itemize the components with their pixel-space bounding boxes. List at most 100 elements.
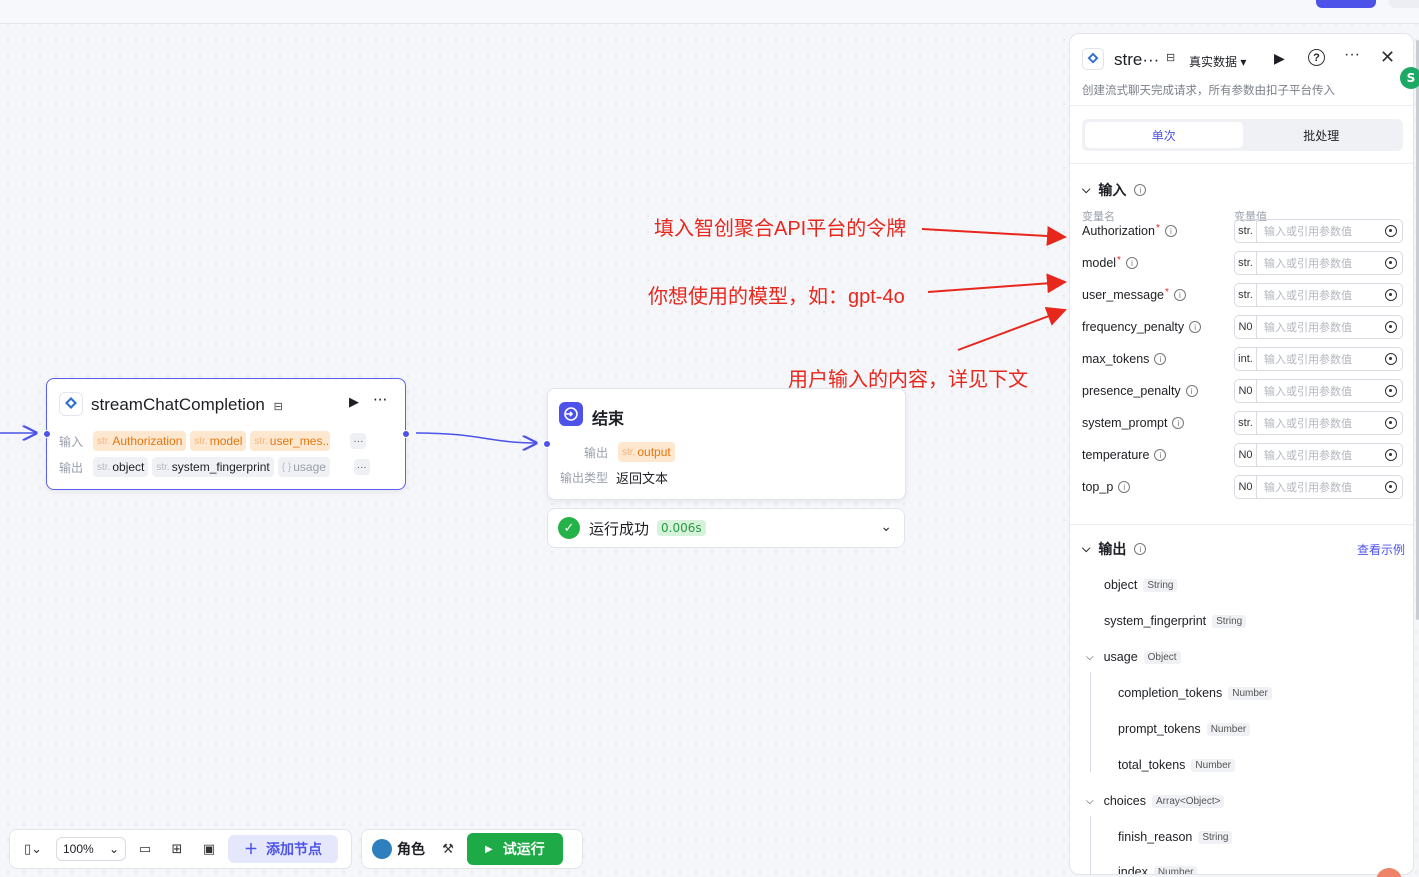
- reference-icon[interactable]: [1385, 417, 1397, 429]
- reference-icon[interactable]: [1385, 257, 1397, 269]
- tab-single[interactable]: 单次: [1085, 122, 1243, 148]
- data-mode-select[interactable]: 真实数据 ▾: [1189, 55, 1247, 69]
- type-selector[interactable]: N0: [1235, 380, 1257, 402]
- node-input-row: 输入 str.Authorization str.model str.user_…: [59, 431, 367, 451]
- output-more-button[interactable]: ···: [353, 459, 370, 475]
- param-placeholder: 输入或引用参数值: [1264, 290, 1352, 302]
- reference-icon[interactable]: [1385, 225, 1397, 237]
- plugin-logo-icon: [1082, 48, 1104, 70]
- more-icon[interactable]: ···: [1344, 46, 1360, 63]
- chevron-down-icon: ⌄: [108, 842, 119, 856]
- comment-icon[interactable]: ▭: [138, 841, 152, 857]
- floating-help-button[interactable]: [1376, 868, 1402, 877]
- input-row-label: 输入: [59, 434, 84, 449]
- top-secondary-button[interactable]: [1389, 0, 1419, 8]
- reference-icon[interactable]: [1385, 289, 1397, 301]
- panel-run-icon[interactable]: ▶: [1274, 50, 1285, 66]
- end-node[interactable]: 结束 输出 str.output 输出类型 返回文本: [547, 388, 906, 500]
- chevron-down-icon: ⌵: [1086, 651, 1094, 663]
- param-value-input[interactable]: str. 输入或引用参数值: [1234, 283, 1403, 307]
- type-selector[interactable]: str.: [1235, 284, 1257, 306]
- reference-icon[interactable]: [1385, 481, 1397, 493]
- add-node-button[interactable]: ＋添加节点: [228, 835, 338, 863]
- end-output-label: 输出: [584, 445, 609, 460]
- mouse-mode-icon[interactable]: ▯⌄: [23, 841, 43, 857]
- top-bar: [0, 0, 1419, 23]
- info-icon: i: [1125, 257, 1138, 269]
- required-mark: *: [1155, 222, 1160, 234]
- stream-chat-completion-node[interactable]: streamChatCompletion ⊟ ▶ ··· 输入 str.Auth…: [46, 378, 406, 490]
- param-value-input[interactable]: N0 输入或引用参数值: [1234, 475, 1403, 499]
- help-icon[interactable]: ?: [1308, 49, 1325, 66]
- param-placeholder: 输入或引用参数值: [1264, 386, 1352, 398]
- node-run-icon[interactable]: ▶: [349, 395, 359, 410]
- stream-node-output-handle[interactable]: [402, 430, 410, 438]
- view-example-link[interactable]: 查看示例: [1357, 543, 1406, 557]
- panel-description: 创建流式聊天完成请求，所有参数由扣子平台传入: [1082, 85, 1335, 97]
- col-value-header: 变量值: [1234, 211, 1267, 223]
- type-selector[interactable]: str.: [1235, 412, 1257, 434]
- end-node-icon: [559, 402, 583, 426]
- run-toolbar: 角色 ⚒ ▶试运行: [361, 829, 583, 869]
- stream-node-input-handle[interactable]: [43, 430, 51, 438]
- role-button[interactable]: 角色: [368, 839, 429, 859]
- run-time-badge: 0.006s: [657, 520, 706, 536]
- input-section-header[interactable]: ⌵ 输入 i: [1082, 180, 1147, 200]
- param-value-input[interactable]: N0 输入或引用参数值: [1234, 379, 1403, 403]
- assistant-badge-icon[interactable]: S: [1400, 67, 1419, 89]
- publish-button[interactable]: [1316, 0, 1376, 8]
- annotation-arrow-user: [957, 306, 1067, 351]
- type-selector[interactable]: N0: [1235, 476, 1257, 498]
- reference-icon[interactable]: [1385, 449, 1397, 461]
- param-value-input[interactable]: str.输入或引用参数值: [1234, 251, 1403, 275]
- debug-tool-icon[interactable]: ⚒: [442, 841, 454, 857]
- param-placeholder: 输入或引用参数值: [1264, 482, 1352, 494]
- panel-scrollbar[interactable]: [1416, 40, 1419, 620]
- info-icon: i: [1189, 321, 1202, 333]
- zoom-select[interactable]: 100%⌄: [56, 837, 126, 861]
- input-more-button[interactable]: ···: [350, 433, 367, 449]
- info-icon: i: [1134, 184, 1147, 196]
- tab-batch[interactable]: 批处理: [1303, 128, 1340, 143]
- param-placeholder: 输入或引用参数值: [1264, 226, 1352, 238]
- param-value-input[interactable]: N0 输入或引用参数值: [1234, 443, 1403, 467]
- chevron-down-icon: ⌵: [1082, 183, 1091, 196]
- close-icon[interactable]: ✕: [1380, 47, 1396, 67]
- plus-icon: ＋: [244, 842, 258, 858]
- reference-icon[interactable]: [1385, 385, 1397, 397]
- type-selector[interactable]: str.: [1235, 252, 1257, 274]
- chevron-down-icon[interactable]: ⌄: [880, 519, 892, 535]
- end-node-input-handle[interactable]: [543, 440, 551, 448]
- param-value-input[interactable]: str. 输入或引用参数值: [1234, 219, 1403, 243]
- type-selector[interactable]: str.: [1235, 220, 1257, 242]
- param-placeholder: 输入或引用参数值: [1264, 450, 1352, 462]
- divider: [1070, 163, 1413, 164]
- layout-icon[interactable]: ⊞: [171, 841, 183, 857]
- test-run-button[interactable]: ▶试运行: [467, 833, 563, 865]
- param-name: model*i: [1082, 255, 1234, 270]
- param-value-input[interactable]: int.输入或引用参数值: [1234, 347, 1403, 371]
- run-status-bar[interactable]: ✓ 运行成功 0.006s ⌄: [547, 508, 905, 548]
- reference-icon[interactable]: [1385, 321, 1397, 333]
- annotation-arrow-model: [927, 273, 1067, 294]
- reference-icon[interactable]: [1385, 353, 1397, 365]
- type-selector[interactable]: N0: [1235, 316, 1257, 338]
- node-more-icon[interactable]: ···: [373, 391, 388, 409]
- success-check-icon: ✓: [558, 517, 580, 539]
- param-value-input[interactable]: str.输入或引用参数值: [1234, 411, 1403, 435]
- type-selector[interactable]: int.: [1235, 348, 1257, 370]
- minimap-icon[interactable]: ▣: [202, 841, 216, 857]
- output-section-header[interactable]: ⌵ 输出 i: [1082, 539, 1147, 559]
- type-selector[interactable]: N0: [1235, 444, 1257, 466]
